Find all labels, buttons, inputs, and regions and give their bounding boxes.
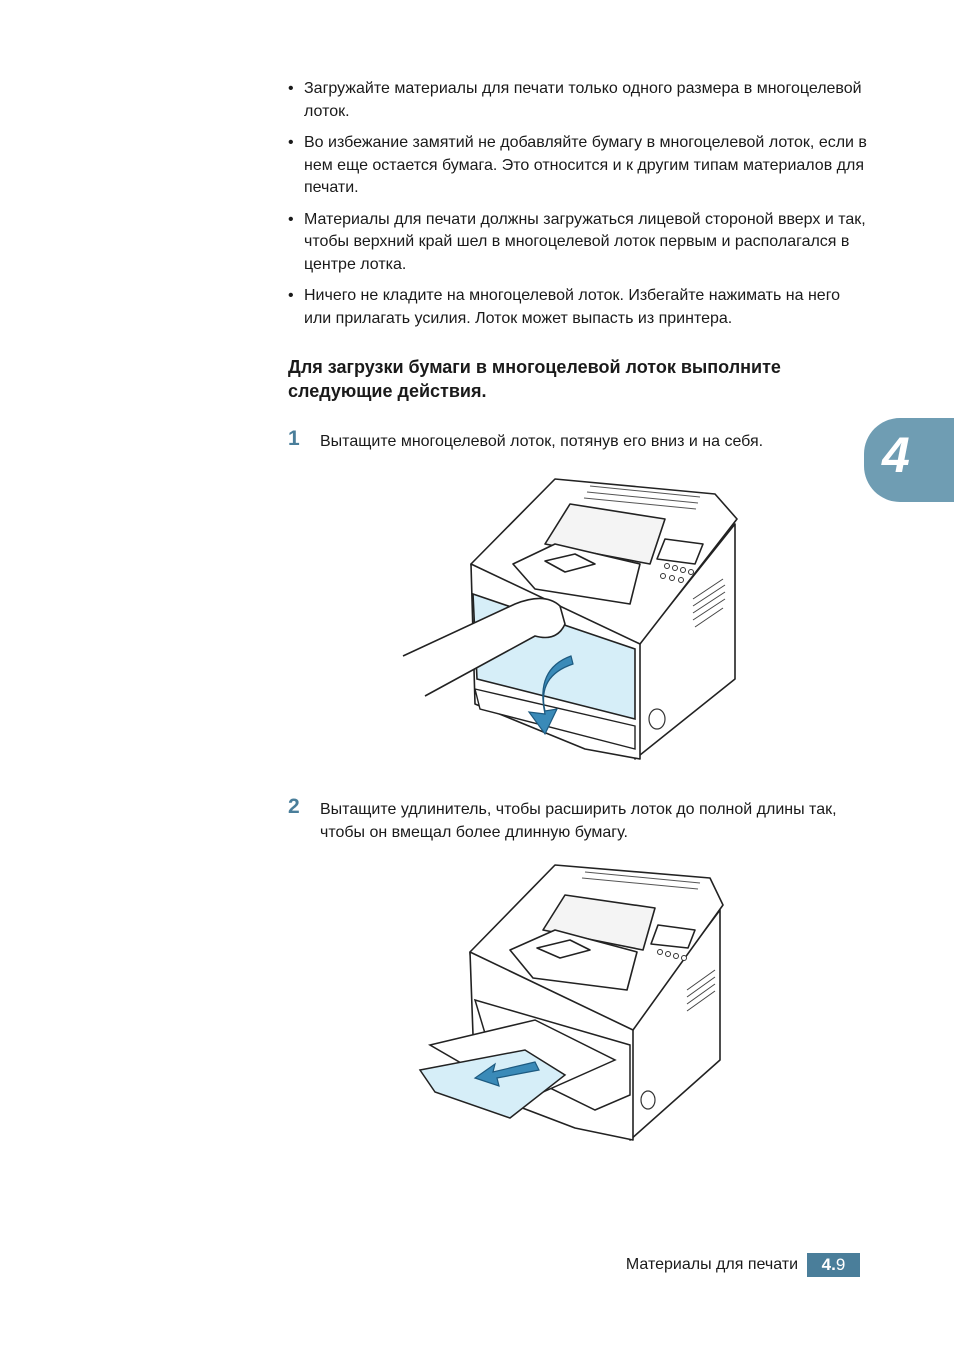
bullet-icon: •: [288, 210, 294, 228]
bullet-icon: •: [288, 287, 294, 304]
step-text: Вытащите удлинитель, чтобы расширить лот…: [320, 801, 837, 841]
step-text: Вытащите многоцелевой лоток, потянув его…: [320, 433, 764, 450]
procedure-heading: Для загрузки бумаги в многоцелевой лоток…: [288, 357, 781, 401]
page-number-badge: 4.9: [807, 1253, 860, 1277]
list-item: •Во избежание замятий не добавляйте бума…: [288, 134, 867, 196]
bullet-list: •Загружайте материалы для печати только …: [288, 78, 868, 339]
step-2: 2 Вытащите удлинитель, чтобы расширить л…: [288, 795, 848, 844]
chapter-tab: 4: [864, 418, 954, 502]
bullet-icon: •: [288, 80, 294, 97]
printer-tray-extension-illustration: [418, 864, 724, 1141]
list-item: •Ничего не кладите на многоцелевой лоток…: [288, 287, 841, 327]
page-number: 9: [835, 1255, 846, 1274]
step-1: 1 Вытащите многоцелевой лоток, потянув е…: [288, 427, 848, 454]
page-chapter: 4.: [821, 1255, 836, 1274]
step-number: 2: [288, 795, 300, 818]
chapter-number: 4: [882, 427, 910, 483]
printer-open-tray-illustration: [402, 478, 738, 760]
step-number: 1: [288, 427, 300, 450]
bullet-icon: •: [288, 134, 294, 151]
list-item: •Материалы для печати должны загружаться…: [288, 210, 866, 273]
list-item: •Загружайте материалы для печати только …: [288, 80, 862, 120]
footer-section-title: Материалы для печати: [625, 1256, 798, 1273]
